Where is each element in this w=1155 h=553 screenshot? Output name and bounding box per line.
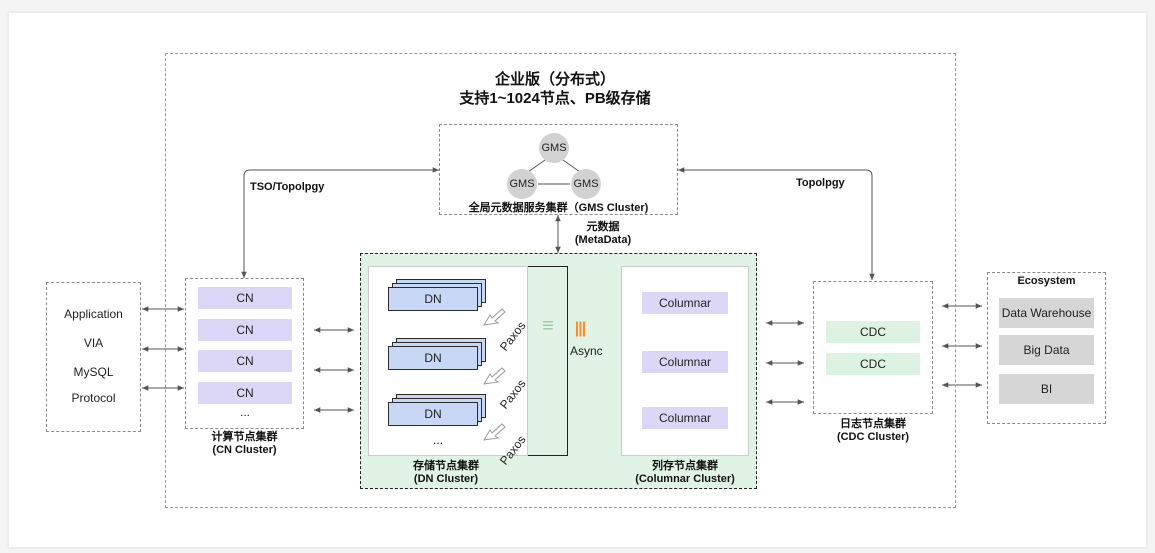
columnar-node-1: Columnar — [642, 292, 728, 314]
gms-links — [527, 159, 581, 185]
cn-node-2: CN — [198, 319, 292, 341]
eco-data-warehouse: Data Warehouse — [999, 298, 1094, 328]
columnar-cluster-label-line1: 列存节点集群 — [652, 460, 718, 472]
title-line-2: 支持1~1024节点、PB级存储 — [459, 90, 651, 107]
gms-node-left: GMS — [507, 169, 537, 199]
topology-link-label: Topolpgy — [796, 177, 845, 189]
cdc-cluster-label-line2: (CDC Cluster) — [836, 431, 910, 443]
cn-cluster — [185, 278, 304, 429]
client-protocol-box — [46, 282, 141, 432]
equals-icon: ≡ — [542, 315, 554, 337]
gms-node-top: GMS — [539, 133, 569, 163]
storage-cdc-arrows — [766, 320, 804, 405]
gms-cluster — [439, 124, 678, 215]
cdc-eco-arrows — [942, 303, 982, 388]
client-cn-arrows — [142, 306, 184, 391]
columnar-node-3: Columnar — [642, 407, 728, 429]
client-application: Application — [64, 307, 123, 321]
async-marker-icon: ||| — [574, 320, 586, 337]
dn-stack-2: DN — [388, 338, 488, 378]
dn-node-1: DN — [388, 287, 478, 311]
dn-node-2: DN — [388, 346, 478, 370]
tso-link-arrow — [241, 167, 439, 278]
enterprise-frame — [165, 53, 956, 508]
columnar-cluster-label-line2: (Columnar Cluster) — [635, 473, 735, 485]
cn-dn-arrows — [314, 327, 354, 413]
dn-node-3: DN — [388, 402, 478, 426]
dn-stack-1: DN — [388, 279, 488, 319]
topology-link-arrow — [678, 167, 875, 280]
tso-link-label: TSO/Topolpgy — [250, 181, 325, 193]
gms-cluster-label: 全局元数据服务集群（GMS Cluster) — [468, 202, 649, 214]
client-mysql: MySQL — [73, 365, 114, 379]
cn-cluster-label-line1: 计算节点集群 — [211, 431, 278, 443]
client-via: VIA — [83, 336, 104, 350]
cdc-node-2: CDC — [826, 353, 920, 375]
ecosystem-box — [987, 272, 1106, 424]
cn-node-1: CN — [198, 287, 292, 309]
metadata-label-line2: (MetaData) — [574, 234, 632, 246]
cn-cluster-label-line2: (CN Cluster) — [212, 444, 277, 456]
cn-more: ... — [239, 405, 250, 419]
gms-node-right: GMS — [571, 169, 601, 199]
dn-stack-3: DN — [388, 394, 488, 434]
dn-replication-bar — [528, 266, 568, 456]
dn-cluster-label-line2: (DN Cluster) — [413, 473, 479, 485]
dn-cluster-label-line1: 存储节点集群 — [413, 460, 479, 472]
cdc-cluster — [813, 281, 933, 414]
title-line-1: 企业版（分布式） — [494, 71, 615, 88]
dn-more: ... — [432, 433, 443, 447]
eco-bi: BI — [999, 374, 1094, 404]
cdc-cluster-label-line1: 日志节点集群 — [840, 418, 906, 430]
async-label: Async — [570, 344, 603, 358]
cn-node-4: CN — [198, 382, 292, 404]
client-protocol: Protocol — [71, 391, 116, 405]
eco-big-data: Big Data — [999, 335, 1094, 365]
cn-node-3: CN — [198, 350, 292, 372]
metadata-label-line1: 元数据 — [586, 221, 620, 233]
ecosystem-title: Ecosystem — [1017, 275, 1076, 287]
cdc-node-1: CDC — [826, 321, 920, 343]
columnar-node-2: Columnar — [642, 351, 728, 373]
